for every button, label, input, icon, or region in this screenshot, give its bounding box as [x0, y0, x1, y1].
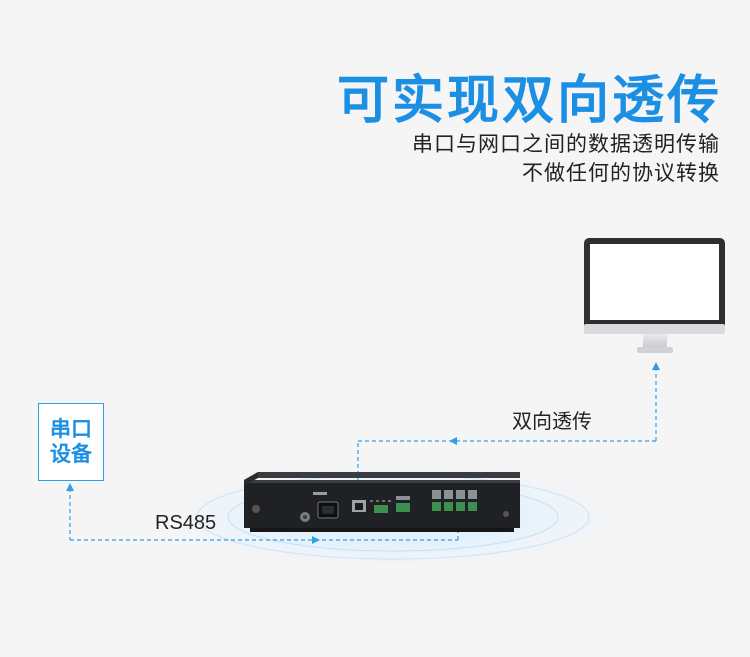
serial-server-device	[244, 472, 520, 532]
serial-device-label-2: 设备	[50, 442, 92, 466]
bidirectional-arrow-left	[449, 437, 457, 445]
bidirectional-label: 双向透传	[512, 409, 592, 433]
page-headline: 可实现双向透传	[336, 71, 722, 131]
rs485-label: RS485	[155, 512, 217, 534]
description-line-1: 串口与网口之间的数据透明传输	[412, 132, 720, 156]
rs485-arrow-right	[312, 536, 320, 544]
serial-device-box: 串口 设备	[38, 403, 104, 481]
serial-device-label-1: 串口	[50, 417, 92, 441]
rs485-arrow-up	[66, 483, 74, 491]
monitor-icon	[584, 238, 725, 353]
description-line-2: 不做任何的协议转换	[522, 161, 720, 185]
bidirectional-arrow-up	[652, 362, 660, 370]
